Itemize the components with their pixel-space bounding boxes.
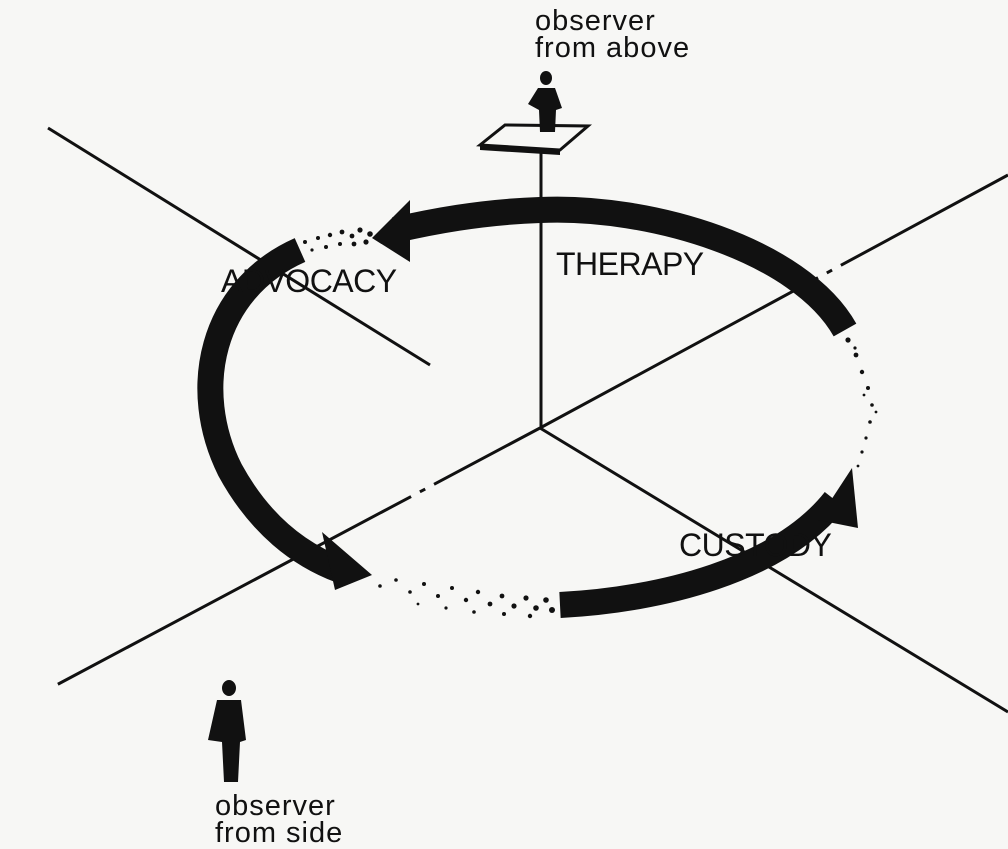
caption-observer-side-line1: observer [215, 793, 343, 820]
caption-observer-above: observer from above [535, 8, 690, 62]
label-therapy: THERAPY [556, 246, 704, 283]
observer-side-figure [208, 680, 246, 782]
axis-line-1-front [540, 428, 1008, 712]
caption-observer-above-line1: observer [535, 8, 690, 35]
arrowhead-advocacy-to-custody [322, 532, 372, 590]
label-custody: CUSTODY [679, 527, 831, 564]
observation-platform [480, 125, 588, 155]
caption-observer-side: observer from side [215, 793, 343, 847]
caption-observer-side-line2: from side [215, 820, 343, 847]
caption-observer-above-line2: from above [535, 35, 690, 62]
arrowhead-therapy-to-advocacy [372, 200, 410, 262]
axis-line-2-front [32, 428, 540, 698]
axis-line-1-back [48, 128, 430, 365]
observer-above-figure [528, 71, 562, 132]
label-advocacy: ADVOCACY [221, 263, 397, 300]
